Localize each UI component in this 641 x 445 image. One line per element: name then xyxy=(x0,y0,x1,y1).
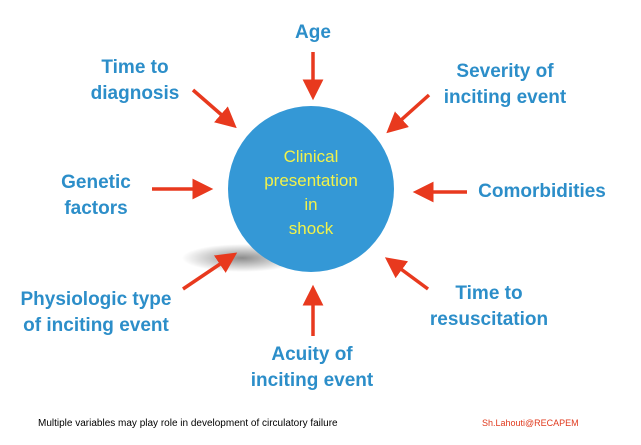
factor-physiologic: Physiologic type of inciting event xyxy=(6,287,186,339)
center-label: Clinical presentation in shock xyxy=(231,145,391,241)
factor-age: Age xyxy=(278,20,348,46)
factor-comorbidities-line-1: Comorbidities xyxy=(478,181,606,202)
factor-genetic-line-2: factors xyxy=(64,198,128,219)
factor-comorbidities: Comorbidities xyxy=(468,179,616,205)
center-circle xyxy=(228,106,394,272)
factor-acuity: Acuity of inciting event xyxy=(232,342,392,394)
factor-severity-line-2: inciting event xyxy=(443,87,567,108)
factor-time-to-diagnosis: Time to diagnosis xyxy=(77,55,193,107)
arrow-physiologic xyxy=(182,252,238,291)
arrow-resuscitation xyxy=(384,257,430,291)
factor-genetic: Genetic factors xyxy=(46,170,146,222)
factor-resuscitation-line-1: Time to xyxy=(455,283,523,304)
center-line-4: shock xyxy=(288,219,334,238)
center-line-2: presentation xyxy=(264,171,358,190)
factor-severity-line-1: Severity of xyxy=(456,61,554,82)
factor-resuscitation: Time to resuscitation xyxy=(414,281,564,333)
center-line-3: in xyxy=(304,195,318,214)
factor-age-line-1: Age xyxy=(295,22,331,43)
factor-time-to-diagnosis-line-1: Time to xyxy=(101,57,169,78)
caption-text: Multiple variables may play role in deve… xyxy=(38,418,338,429)
credit-text: Sh.Lahouti@RECAPEM xyxy=(482,418,579,428)
arrow-severity xyxy=(386,93,431,134)
center-line-1: Clinical xyxy=(283,147,339,166)
factor-genetic-line-1: Genetic xyxy=(61,172,131,193)
factor-physiologic-line-2: of inciting event xyxy=(23,315,169,336)
factor-acuity-line-2: inciting event xyxy=(250,370,374,391)
factor-time-to-diagnosis-line-2: diagnosis xyxy=(90,83,180,104)
factor-physiologic-line-1: Physiologic type xyxy=(20,289,172,310)
factor-resuscitation-line-2: resuscitation xyxy=(429,309,549,330)
factor-acuity-line-1: Acuity of xyxy=(271,344,353,365)
arrow-time-to-diagnosis xyxy=(191,88,237,129)
factor-severity: Severity of inciting event xyxy=(425,59,585,111)
